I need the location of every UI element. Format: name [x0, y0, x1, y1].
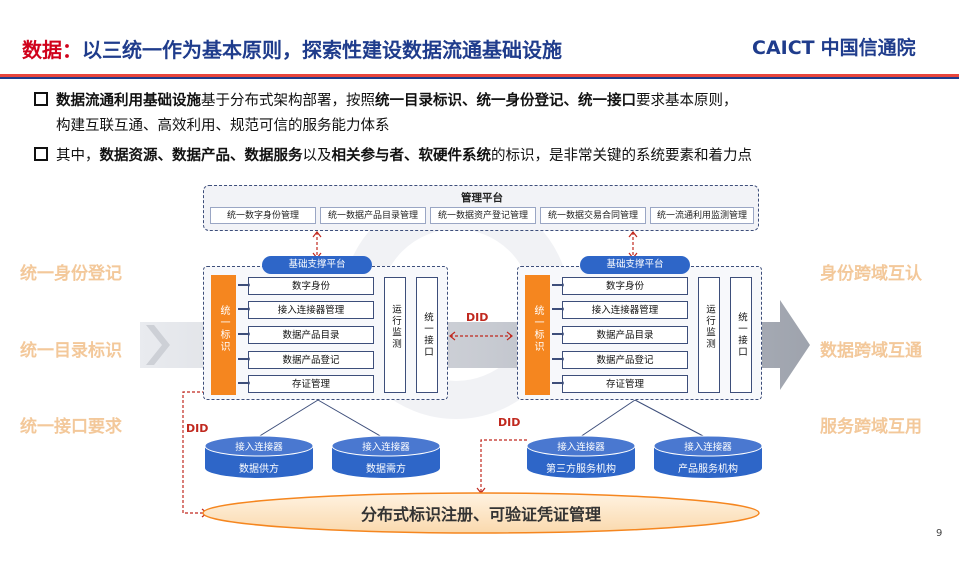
left-module-connector: 接入连接器管理 [248, 301, 374, 319]
left-label-catalog: 统一目录标识 [20, 341, 122, 361]
did-label-left: DID [186, 422, 209, 435]
right-label-service: 服务跨域互用 [820, 417, 922, 437]
bullet-1-line-2: 构建互联互通、高效利用、规范可信的服务能力体系 [56, 118, 390, 134]
bullet-2-bold-1: 数据资源、数据产品、数据服务 [99, 148, 303, 164]
left-module-register: 数据产品登记 [248, 351, 374, 369]
cylinder-4 [653, 435, 763, 478]
connector-2-name: 数据需方 [366, 464, 406, 475]
mgmt-item-asset: 统一数据资产登记管理 [430, 207, 536, 224]
left-platform-pill: 基础支撑平台 [262, 256, 372, 274]
left-module-catalog: 数据产品目录 [248, 326, 374, 344]
left-module-identity: 数字身份 [248, 277, 374, 295]
node-panel-right: 统一标识 数字身份 接入连接器管理 数据产品目录 数据产品登记 存证管理 运行监… [517, 266, 762, 400]
connector-4-top: 接入连接器 [684, 442, 732, 453]
page-title: 数据：以三统一作为基本原则，探索性建设数据流通基础设施 [22, 34, 562, 63]
bullet-1-text-1: 基于分布式架构部署，按照 [201, 93, 375, 109]
did-label-center: DID [498, 416, 521, 429]
right-arrows [552, 281, 564, 387]
right-identifier-text: 统一标识 [532, 305, 543, 353]
title-main: 以三统一作为基本原则，探索性建设数据流通基础设施 [82, 38, 562, 62]
bullet-1-bold-2: 统一目录标识、统一身份登记、统一接口 [375, 93, 636, 109]
right-module-catalog: 数据产品目录 [562, 326, 688, 344]
mgmt-item-contract: 统一数据交易合同管理 [540, 207, 646, 224]
title-prefix: 数据： [22, 38, 82, 62]
left-interface-box: 统一接口 [416, 277, 438, 393]
connector-1-name: 数据供方 [239, 464, 279, 475]
bullet-1-line-1: 数据流通利用基础设施基于分布式架构部署，按照统一目录标识、统一身份登记、统一接口… [34, 89, 738, 113]
connector-3-name: 第三方服务机构 [546, 464, 616, 475]
left-monitor-box: 运行监测 [384, 277, 406, 393]
left-chevron-icon [146, 325, 170, 365]
right-interface-box: 统一接口 [730, 277, 752, 393]
cylinder-2 [331, 435, 441, 478]
bottom-registry-ellipse [202, 492, 760, 534]
checkbox-icon [34, 147, 48, 161]
management-title: 管理平台 [461, 192, 503, 204]
checkbox-icon [34, 92, 48, 106]
mgmt-item-identity: 统一数字身份管理 [210, 207, 316, 224]
bullet-2-text-2: 以及 [302, 148, 332, 164]
right-platform-pill: 基础支撑平台 [580, 256, 690, 274]
right-label-identity: 身份跨域互认 [820, 264, 922, 284]
left-arrows [238, 281, 250, 387]
mgmt-item-catalog: 统一数据产品目录管理 [320, 207, 426, 224]
connector-2-top: 接入连接器 [362, 442, 410, 453]
did-link-center [480, 439, 527, 493]
bullet-1-text-2: 要求基本原则， [636, 93, 738, 109]
mgmt-item-monitor: 统一流通利用监测管理 [650, 207, 754, 224]
right-interface-text: 统一接口 [736, 312, 747, 358]
right-module-register: 数据产品登记 [562, 351, 688, 369]
bullet-2: 其中，数据资源、数据产品、数据服务以及相关参与者、软硬件系统的标识，是非常关键的… [34, 144, 752, 168]
connector-4-name: 产品服务机构 [678, 464, 738, 475]
did-link-left [182, 391, 207, 514]
page-number: 9 [936, 528, 943, 539]
right-module-connector: 接入连接器管理 [562, 301, 688, 319]
left-monitor-text: 运行监测 [390, 304, 401, 350]
cylinder-1 [204, 435, 314, 478]
left-label-interface: 统一接口要求 [20, 417, 122, 437]
header-rule-blue [0, 77, 959, 79]
left-module-evidence: 存证管理 [248, 375, 374, 393]
bullet-1-bold-1: 数据流通利用基础设施 [56, 93, 201, 109]
left-interface-text: 统一接口 [422, 312, 433, 358]
logo-cn: 中国信通院 [820, 37, 916, 59]
bullet-2-text-3: 的标识，是非常关键的系统要素和着力点 [491, 148, 752, 164]
right-identifier-bar: 统一标识 [525, 275, 550, 395]
right-module-identity: 数字身份 [562, 277, 688, 295]
logo-brand: CAICT [752, 37, 815, 59]
bullet-2-bold-2: 相关参与者、软硬件系统 [331, 148, 492, 164]
bullet-2-text-1: 其中， [56, 148, 100, 164]
connector-3-top: 接入连接器 [557, 442, 605, 453]
right-module-evidence: 存证管理 [562, 375, 688, 393]
header-rule-red [0, 74, 959, 77]
left-identifier-bar: 统一标识 [211, 275, 236, 395]
left-identifier-text: 统一标识 [218, 305, 229, 353]
right-label-data: 数据跨域互通 [820, 341, 922, 361]
did-label-middle: DID [466, 311, 489, 324]
right-monitor-box: 运行监测 [698, 277, 720, 393]
cylinder-3 [526, 435, 636, 478]
connector-1-top: 接入连接器 [235, 442, 283, 453]
bottom-bar-text: 分布式标识注册、可验证凭证管理 [360, 505, 601, 524]
management-platform: 管理平台 统一数字身份管理 统一数据产品目录管理 统一数据资产登记管理 统一数据… [203, 185, 759, 231]
right-monitor-text: 运行监测 [704, 304, 715, 350]
node-panel-left: 统一标识 数字身份 接入连接器管理 数据产品目录 数据产品登记 存证管理 运行监… [203, 266, 448, 400]
left-label-identity: 统一身份登记 [20, 264, 122, 284]
